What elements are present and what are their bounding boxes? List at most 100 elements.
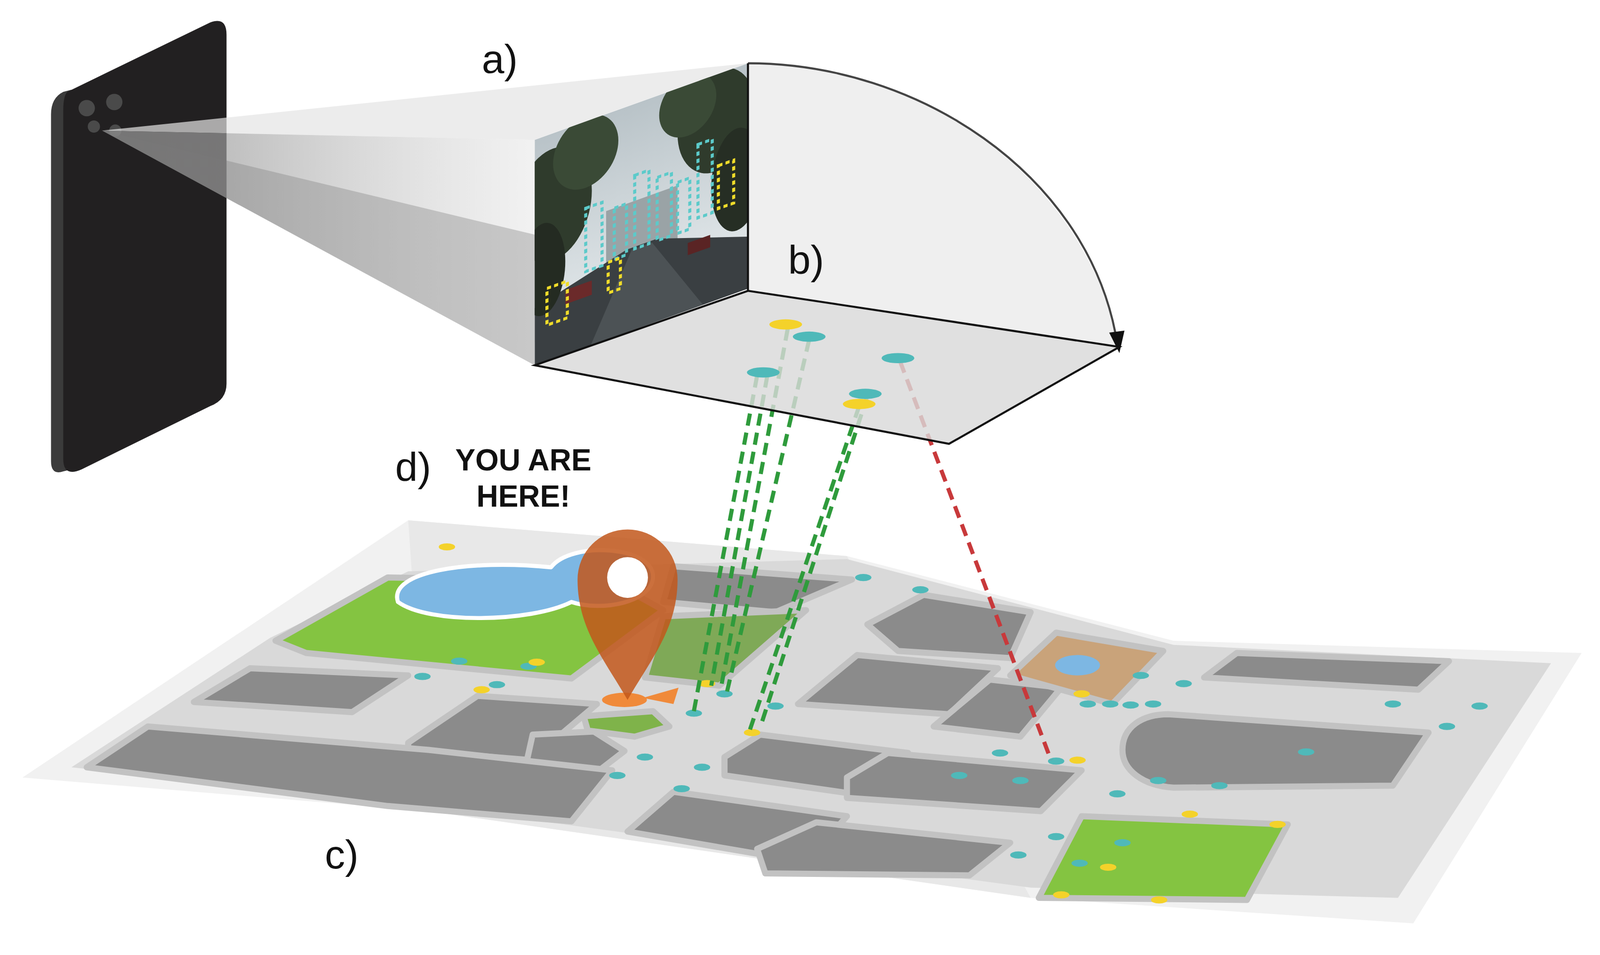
keypoint-teal — [414, 672, 431, 680]
keypoint-teal — [1109, 790, 1126, 798]
camera-lens — [78, 100, 96, 117]
keypoint-teal — [636, 753, 654, 761]
pin-marker — [577, 529, 678, 701]
keypoint-teal — [1297, 748, 1315, 756]
city-block — [193, 668, 408, 713]
city-block — [933, 679, 1062, 737]
pin-tail — [642, 688, 679, 705]
keypoint-teal — [951, 772, 968, 780]
keypoint-teal — [1114, 839, 1131, 847]
view-cone — [102, 63, 749, 366]
keypoint-yellow — [744, 729, 761, 737]
keypoint-teal — [693, 763, 711, 771]
tree — [711, 119, 748, 240]
detection-teal — [677, 177, 690, 234]
city-block — [847, 753, 1082, 812]
keypoint-yellow — [438, 543, 456, 551]
keypoint-yellow — [1100, 864, 1117, 872]
keypoint-yellow — [1069, 756, 1086, 764]
keypoint-teal — [450, 657, 468, 665]
city-block — [1204, 653, 1449, 690]
panel-label: d) — [395, 442, 432, 492]
keypoint-teal — [1010, 851, 1027, 859]
keypoint-teal — [1175, 680, 1192, 688]
detection-yellow — [546, 281, 568, 326]
keypoint-teal — [1122, 701, 1139, 709]
keypoint-teal — [855, 574, 872, 582]
park — [1038, 816, 1288, 901]
detection-teal — [585, 202, 603, 272]
map-streets — [71, 559, 1552, 899]
pin-base — [601, 693, 647, 708]
keypoint-teal — [1048, 757, 1065, 765]
inlier-line — [750, 406, 860, 730]
pin-hole — [607, 557, 648, 599]
bev-point-yellow — [769, 319, 802, 330]
keypoint-yellow — [1181, 810, 1199, 818]
bev-panel — [534, 63, 1125, 444]
keypoint-teal — [1071, 859, 1088, 867]
keypoint-teal — [1132, 672, 1150, 680]
keypoint-teal — [1438, 723, 1456, 731]
keypoint-yellow — [1073, 690, 1090, 698]
keypoint-yellow — [1269, 821, 1286, 829]
keypoint-teal — [1079, 700, 1096, 708]
detection-yellow — [608, 257, 621, 293]
tree — [534, 215, 566, 324]
city-block — [867, 594, 1031, 658]
detection-teal — [634, 170, 649, 249]
cone-face — [102, 130, 535, 366]
keypoint-teal — [488, 681, 506, 689]
keypoint-teal — [1012, 777, 1029, 785]
detection-teal — [656, 172, 672, 241]
plaza — [1010, 632, 1164, 705]
keypoint-teal — [767, 702, 784, 710]
bev-point-teal — [848, 388, 882, 400]
city-block — [663, 566, 852, 613]
location-callout: YOU ARE HERE! — [443, 442, 604, 515]
keypoint-teal — [716, 690, 733, 698]
keypoint-yellow — [1053, 891, 1070, 899]
camera-lens — [106, 94, 123, 111]
keypoint-teal — [1471, 702, 1488, 710]
keypoint-teal — [912, 586, 929, 594]
inlier-line — [760, 395, 868, 728]
bev-point-teal — [792, 331, 826, 343]
keypoint-teal — [1048, 833, 1065, 841]
keypoint-teal — [1150, 777, 1167, 785]
keypoint-yellow — [473, 686, 490, 694]
bev-point-teal — [746, 367, 780, 378]
keypoint-yellow — [1151, 896, 1168, 904]
map-keypoints — [414, 543, 1488, 904]
city-block — [86, 726, 613, 822]
smartphone — [50, 20, 227, 472]
bev-point-yellow — [842, 399, 876, 410]
city-block — [757, 822, 1011, 876]
cone-face — [102, 130, 535, 366]
tree — [659, 64, 717, 147]
bev-point-teal — [881, 352, 914, 364]
keypoint-teal — [1384, 700, 1401, 708]
detection-yellow — [718, 160, 735, 209]
tree — [552, 104, 619, 200]
car — [687, 234, 711, 256]
keypoint-yellow — [528, 658, 545, 666]
city-block — [1122, 714, 1429, 788]
phone-body — [63, 20, 227, 472]
keypoint-teal — [609, 772, 626, 780]
keypoint-teal — [992, 749, 1009, 757]
rotation-arc — [747, 63, 1116, 333]
detection-teal — [697, 139, 712, 218]
inlier-line — [711, 375, 768, 686]
panel-floor — [534, 290, 1120, 444]
keypoint-teal — [1102, 700, 1119, 708]
camera-lens — [87, 120, 100, 133]
panel-label: c) — [324, 830, 359, 880]
keypoint-teal — [1144, 700, 1162, 708]
keypoint-teal — [673, 785, 690, 793]
keypoint-teal — [1211, 782, 1228, 790]
panel-label: a) — [481, 34, 518, 84]
panel-label: b) — [788, 235, 824, 285]
